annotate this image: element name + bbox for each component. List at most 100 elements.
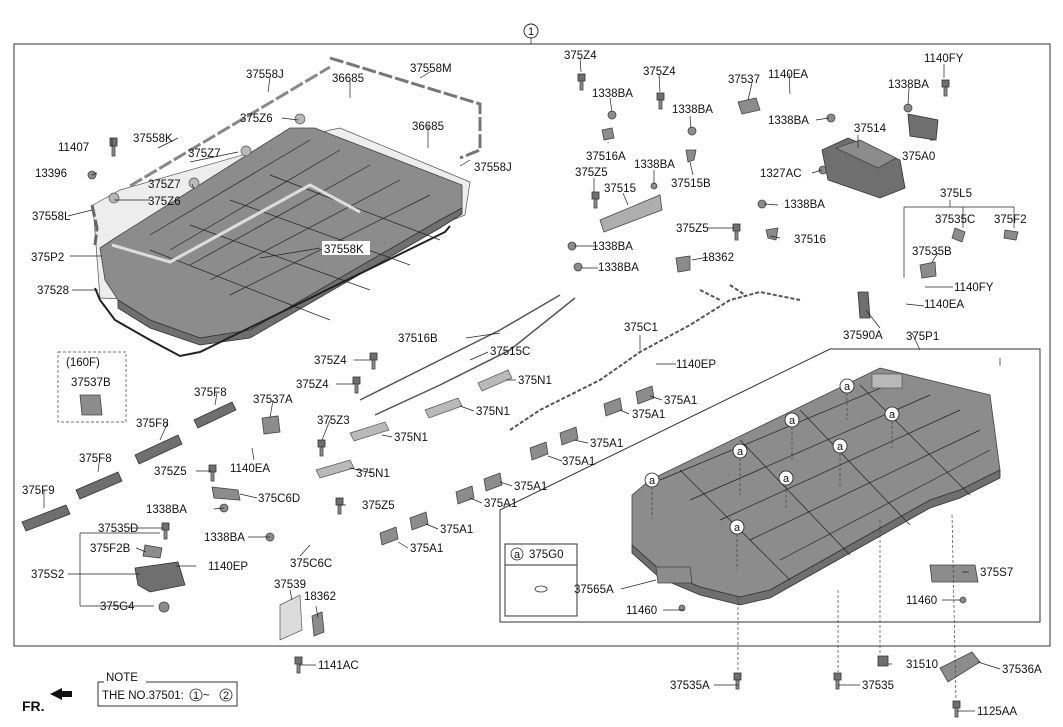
svg-text:375F8: 375F8 [194, 387, 227, 399]
svg-text:375A1: 375A1 [664, 395, 697, 407]
busbar-cable-37516B[interactable] [359, 294, 561, 401]
svg-text:375Z4: 375Z4 [296, 379, 329, 391]
svg-text:1125AA: 1125AA [977, 706, 1017, 718]
svg-text:1338BA: 1338BA [784, 199, 825, 211]
svg-text:37537: 37537 [728, 74, 760, 86]
svg-text:37558L: 37558L [32, 211, 71, 223]
busbar-cable-37515C[interactable] [374, 297, 576, 416]
svg-text:1338BA: 1338BA [204, 532, 245, 544]
inset-160F-box [57, 351, 127, 423]
svg-text:1338BA: 1338BA [634, 159, 675, 171]
svg-text:375Z3: 375Z3 [317, 415, 350, 427]
svg-text:a: a [789, 415, 796, 427]
svg-text:37558J: 37558J [246, 69, 284, 81]
tray-frame [499, 348, 1041, 623]
svg-text:36685: 36685 [332, 73, 364, 85]
svg-text:375A1: 375A1 [590, 438, 623, 450]
module-bracket-icon[interactable] [379, 385, 655, 546]
svg-text:13396: 13396 [35, 168, 67, 180]
nut-icon[interactable] [158, 103, 967, 613]
assembly-frame [13, 43, 1051, 647]
note-box: NOTE THE NO.37501: 1 ~ 2 [97, 671, 238, 707]
svg-text:1141AC: 1141AC [318, 660, 359, 672]
svg-text:375F8: 375F8 [79, 453, 112, 465]
svg-text:FR.: FR. [22, 698, 45, 714]
bolt-icon[interactable] [109, 137, 118, 157]
svg-text:11460: 11460 [626, 605, 657, 617]
svg-text:1140FY: 1140FY [924, 53, 964, 65]
svg-text:31510: 31510 [906, 659, 938, 671]
svg-text:375G4: 375G4 [100, 601, 135, 613]
callout-legend-box: a [504, 543, 578, 617]
svg-text:375N1: 375N1 [394, 432, 428, 444]
busbar-icon[interactable] [21, 401, 237, 532]
svg-text:a: a [514, 549, 521, 561]
svg-text:375Z5: 375Z5 [154, 466, 187, 478]
svg-text:37516: 37516 [794, 234, 826, 246]
callout-a-markers[interactable]: a a a a a a a a [644, 378, 900, 570]
svg-text:11460: 11460 [906, 595, 937, 607]
svg-text:18362: 18362 [702, 252, 734, 264]
clip-icon[interactable] [108, 113, 306, 204]
svg-text:375L5: 375L5 [940, 188, 972, 200]
svg-text:375S7: 375S7 [980, 567, 1013, 579]
svg-text:1338BA: 1338BA [768, 115, 809, 127]
svg-text:375A1: 375A1 [410, 543, 443, 555]
svg-text:37536A: 37536A [1002, 664, 1042, 676]
svg-text:a: a [783, 473, 790, 485]
svg-text:37535A: 37535A [670, 680, 710, 692]
svg-text:375P1: 375P1 [906, 331, 939, 343]
wiring-harness[interactable] [509, 284, 801, 431]
part-labels: 37558J 36685 37558M 11407 37558K 375Z6 3… [22, 50, 1042, 718]
svg-text:1140EA: 1140EA [924, 299, 964, 311]
svg-text:1140EA: 1140EA [768, 69, 808, 81]
svg-text:37535: 37535 [862, 680, 894, 692]
svg-text:1327AC: 1327AC [760, 168, 802, 180]
svg-text:375F9: 375F9 [22, 485, 55, 497]
svg-text:37558K: 37558K [324, 244, 364, 256]
svg-text:375N1: 375N1 [356, 468, 390, 480]
svg-text:a: a [889, 409, 896, 421]
svg-text:375Z4: 375Z4 [314, 355, 347, 367]
svg-text:375C6C: 375C6C [290, 558, 332, 570]
svg-text:375S2: 375S2 [31, 569, 64, 581]
svg-text:375F2: 375F2 [994, 214, 1027, 226]
bolt-icon[interactable] [161, 73, 961, 718]
svg-text:375A0: 375A0 [902, 151, 935, 163]
bracket-icon[interactable] [79, 97, 1019, 683]
svg-text:375N1: 375N1 [476, 406, 510, 418]
svg-text:~: ~ [203, 690, 210, 702]
svg-text:375Z4: 375Z4 [564, 50, 597, 62]
svg-text:375Z5: 375Z5 [676, 223, 709, 235]
svg-text:37590A: 37590A [843, 330, 883, 342]
bms-module[interactable] [821, 137, 906, 199]
svg-text:37515B: 37515B [671, 178, 711, 190]
svg-text:NOTE: NOTE [106, 672, 138, 684]
insulator-icon[interactable] [315, 369, 513, 479]
svg-text:(160F): (160F) [66, 357, 100, 369]
svg-text:a: a [844, 381, 851, 393]
svg-text:375A1: 375A1 [632, 409, 665, 421]
svg-text:375A1: 375A1 [484, 498, 517, 510]
svg-text:37565A: 37565A [574, 584, 614, 596]
svg-text:37535B: 37535B [912, 246, 952, 258]
svg-text:375A1: 375A1 [562, 456, 595, 468]
svg-text:37515C: 37515C [490, 346, 530, 358]
upper-cover-assembly[interactable] [90, 56, 482, 358]
arrow-left-icon [50, 688, 72, 700]
svg-text:2: 2 [223, 690, 229, 702]
svg-text:37558M: 37558M [410, 63, 452, 75]
assembly-ref-callout[interactable]: 1 [523, 23, 539, 39]
svg-text:375Z6: 375Z6 [240, 113, 273, 125]
svg-text:37535C: 37535C [935, 214, 975, 226]
svg-text:a: a [837, 441, 844, 453]
svg-text:36685: 36685 [412, 121, 444, 133]
svg-text:37514: 37514 [854, 123, 887, 135]
svg-text:375G0: 375G0 [529, 549, 564, 561]
svg-text:1338BA: 1338BA [592, 88, 633, 100]
svg-text:375F8: 375F8 [136, 418, 169, 430]
svg-text:1338BA: 1338BA [146, 504, 187, 516]
svg-text:THE NO.37501:: THE NO.37501: [102, 690, 184, 702]
svg-text:37537B: 37537B [71, 377, 111, 389]
